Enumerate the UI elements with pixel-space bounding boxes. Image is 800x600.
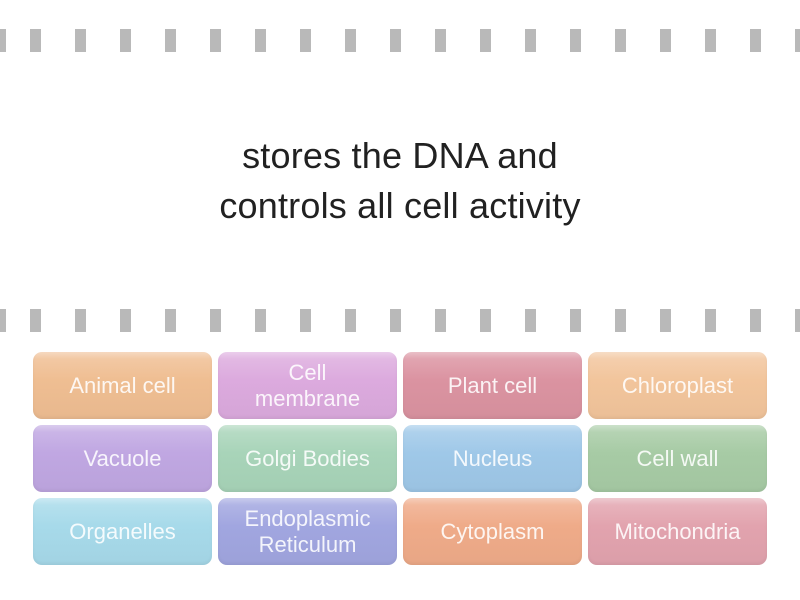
answer-tile-chloroplast[interactable]: Chloroplast — [588, 352, 767, 419]
answer-tile-label: Plant cell — [447, 372, 538, 398]
answer-tile-label: Cell wall — [636, 445, 719, 471]
answer-tile-golgi-bodies[interactable]: Golgi Bodies — [218, 425, 397, 492]
answer-tile-plant-cell[interactable]: Plant cell — [403, 352, 582, 419]
answer-tile-mitochondria[interactable]: Mitochondria — [588, 498, 767, 565]
question-text: stores the DNA and controls all cell act… — [0, 131, 800, 231]
answer-tile-label: membrane — [254, 385, 361, 411]
answer-tile-vacuole[interactable]: Vacuole — [33, 425, 212, 492]
answer-tile-cytoplasm[interactable]: Cytoplasm — [403, 498, 582, 565]
answer-tile-animal-cell[interactable]: Animal cell — [33, 352, 212, 419]
question-line-1: stores the DNA and — [242, 135, 558, 176]
answer-tile-label: Golgi Bodies — [245, 445, 370, 471]
question-line-2: controls all cell activity — [219, 185, 581, 226]
answer-tile-label: Chloroplast — [621, 372, 734, 398]
answer-tile-label: Animal cell — [69, 372, 176, 398]
answer-tile-label: Vacuole — [83, 445, 162, 471]
answer-tile-label: Endoplasmic — [244, 505, 371, 531]
answer-tile-label: Nucleus — [452, 445, 533, 471]
answer-tile-label: Organelles — [69, 518, 176, 544]
answer-tile-label: Cytoplasm — [440, 518, 545, 544]
answer-tile-nucleus[interactable]: Nucleus — [403, 425, 582, 492]
answer-tile-label: Cell — [288, 359, 327, 385]
answer-tile-organelles[interactable]: Organelles — [33, 498, 212, 565]
answer-tile-cell-wall[interactable]: Cell wall — [588, 425, 767, 492]
answer-tile-label: Reticulum — [258, 531, 357, 557]
answer-tile-label: Mitochondria — [614, 518, 741, 544]
film-strip-bottom — [0, 309, 800, 332]
film-strip-top — [0, 29, 800, 52]
